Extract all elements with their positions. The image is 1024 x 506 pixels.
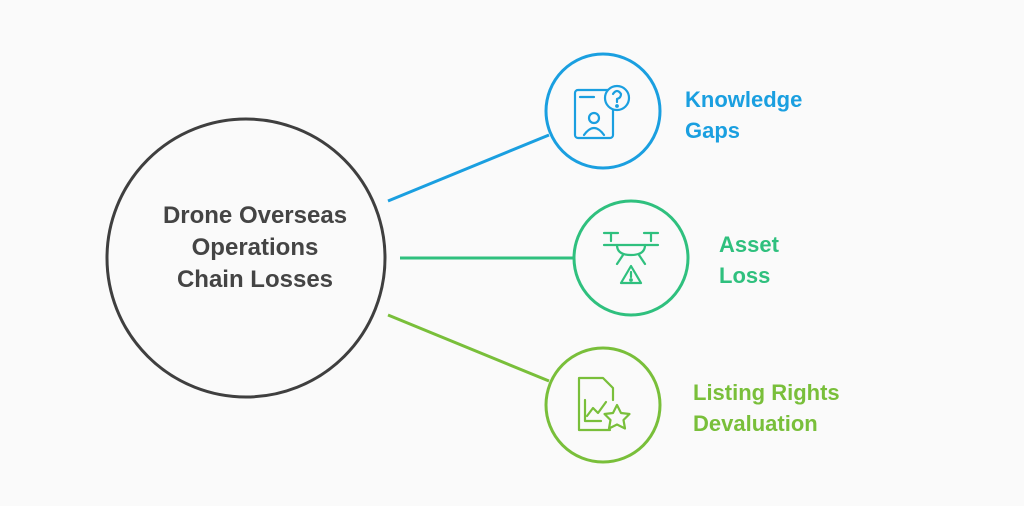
chart-star-icon xyxy=(577,376,631,432)
connector-knowledge xyxy=(387,133,550,203)
knowledge-gaps-label-line-1: Knowledge xyxy=(685,87,803,112)
knowledge-circle xyxy=(544,52,662,170)
center-circle xyxy=(105,117,387,399)
knowledge-gaps-label: Knowledge Gaps xyxy=(685,84,802,146)
listing-rights-label-line-1: Listing Rights xyxy=(693,380,840,405)
center-title-line-1: Drone Overseas xyxy=(162,202,348,229)
connector-listing xyxy=(387,313,550,383)
asset-circle xyxy=(572,199,690,317)
center-title: Drone Overseas Operations Chain Losses xyxy=(120,200,390,296)
center-title-line-3: Chain Losses xyxy=(176,266,334,293)
person-question-icon xyxy=(573,84,631,140)
listing-rights-label-line-2: Devaluation xyxy=(693,411,818,436)
asset-loss-label-line-1: Asset xyxy=(719,232,779,257)
asset-loss-label: Asset Loss xyxy=(719,229,779,291)
drone-warning-icon xyxy=(602,231,660,285)
asset-loss-label-line-2: Loss xyxy=(719,263,771,288)
center-title-line-2: Operations xyxy=(191,234,319,261)
knowledge-gaps-label-line-2: Gaps xyxy=(685,118,741,143)
listing-rights-label: Listing Rights Devaluation xyxy=(693,377,840,439)
